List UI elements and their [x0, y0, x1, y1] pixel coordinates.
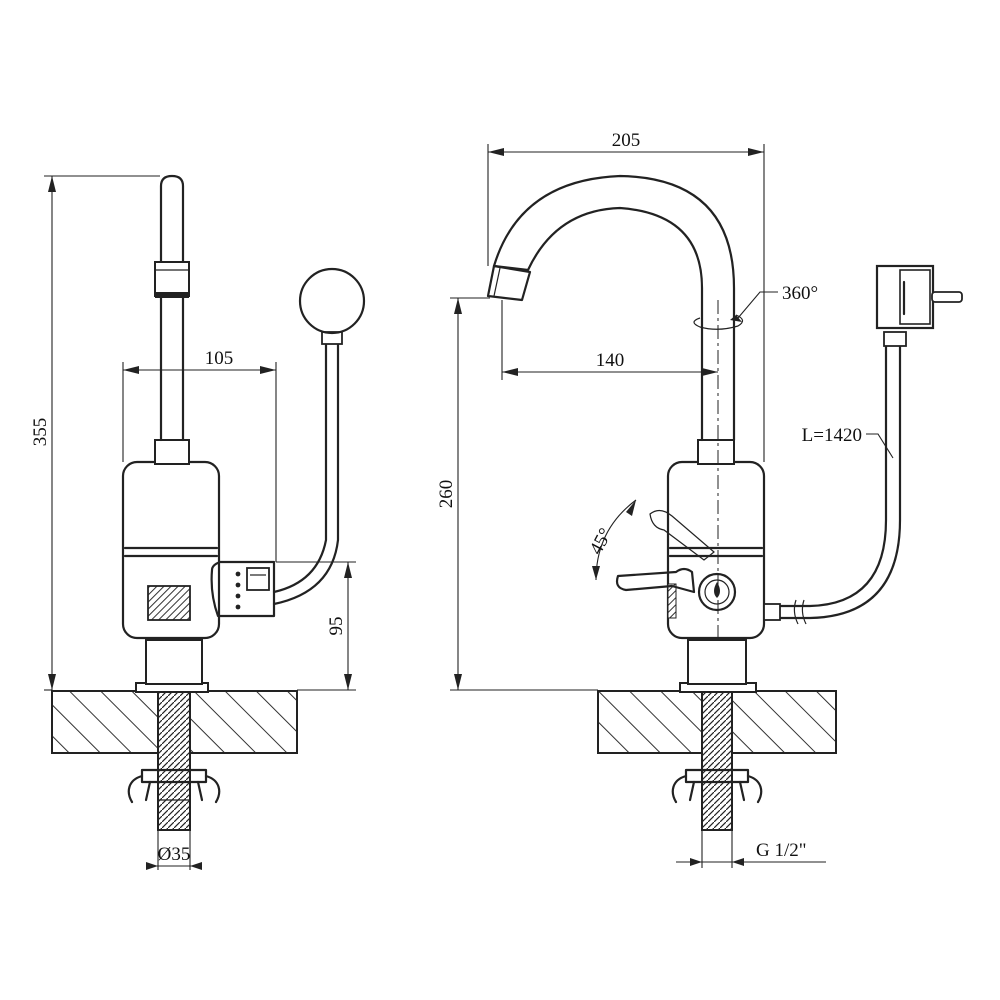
- side-control-unit: [210, 560, 276, 618]
- front-threaded-stem: [701, 689, 733, 831]
- side-threaded-stem: [157, 689, 191, 831]
- front-wing-nut: [684, 768, 750, 784]
- side-view: [51, 174, 366, 831]
- front-view: [486, 174, 963, 831]
- thread-size-label: G 1/2": [756, 840, 807, 861]
- cable-length-label: L=1420: [802, 425, 862, 446]
- front-aerator: [486, 264, 532, 302]
- side-width-label: 105: [205, 348, 234, 369]
- side-spout-pipe: [159, 174, 185, 442]
- front-heater-body: [666, 460, 766, 640]
- front-swivel-spout: [492, 174, 736, 442]
- front-width-label: 205: [612, 130, 641, 151]
- side-height-label: 355: [30, 418, 51, 447]
- front-lever: [615, 567, 696, 594]
- side-dimensions: 355 105 95 Ø35: [30, 175, 356, 870]
- front-power-cable: [762, 344, 888, 608]
- side-wing-nut: [140, 768, 208, 784]
- front-reach-label: 140: [596, 350, 625, 371]
- side-plug: [298, 267, 366, 335]
- side-neck: [145, 639, 203, 685]
- front-neck: [687, 639, 747, 685]
- side-display-window: [147, 585, 191, 621]
- side-connector-label: 95: [326, 617, 347, 636]
- front-height-label: 260: [436, 480, 457, 509]
- side-diameter-label: Ø35: [158, 844, 191, 865]
- front-rotation-label: 360°: [782, 283, 818, 304]
- front-temperature-knob: [697, 572, 737, 612]
- side-power-cable: [272, 343, 328, 594]
- front-angle-label: 45°: [586, 525, 617, 558]
